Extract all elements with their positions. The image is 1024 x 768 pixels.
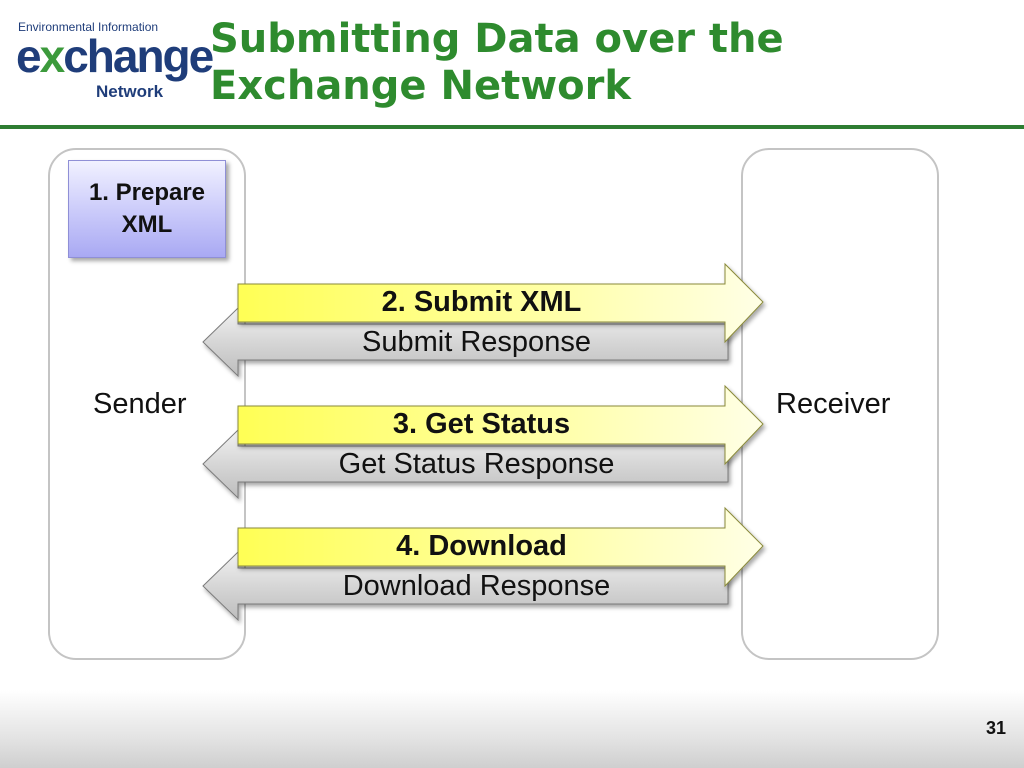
receiver-label: Receiver [776,388,891,420]
slide-footer [0,690,1024,768]
title-divider [0,125,1024,129]
slide-title: Submitting Data over the Exchange Networ… [210,16,784,109]
request-label: 4. Download [396,530,567,562]
request-label: 2. Submit XML [381,286,582,318]
request-arrow [237,262,764,344]
request-label: 3. Get Status [392,408,571,440]
prepare-xml-step: 1. Prepare XML [68,160,226,258]
logo-letter-e: e [16,30,42,82]
logo-bottom-text: Network [96,82,164,101]
logo-wordmark: exchange [16,30,214,82]
exchange-network-logo: Environmental Information exchange Netwo… [14,20,214,106]
sender-label: Sender [93,388,187,420]
response-label: Submit Response [362,326,591,358]
receiver-lane [741,148,939,660]
page-number: 31 [985,718,1006,738]
logo-top-text: Environmental Information [18,20,159,34]
logo-word-change: change [63,30,214,82]
logo-letter-x: x [39,30,66,82]
request-arrow [237,384,764,466]
response-label: Download Response [342,570,611,602]
request-arrow [237,506,764,588]
response-label: Get Status Response [338,448,615,480]
